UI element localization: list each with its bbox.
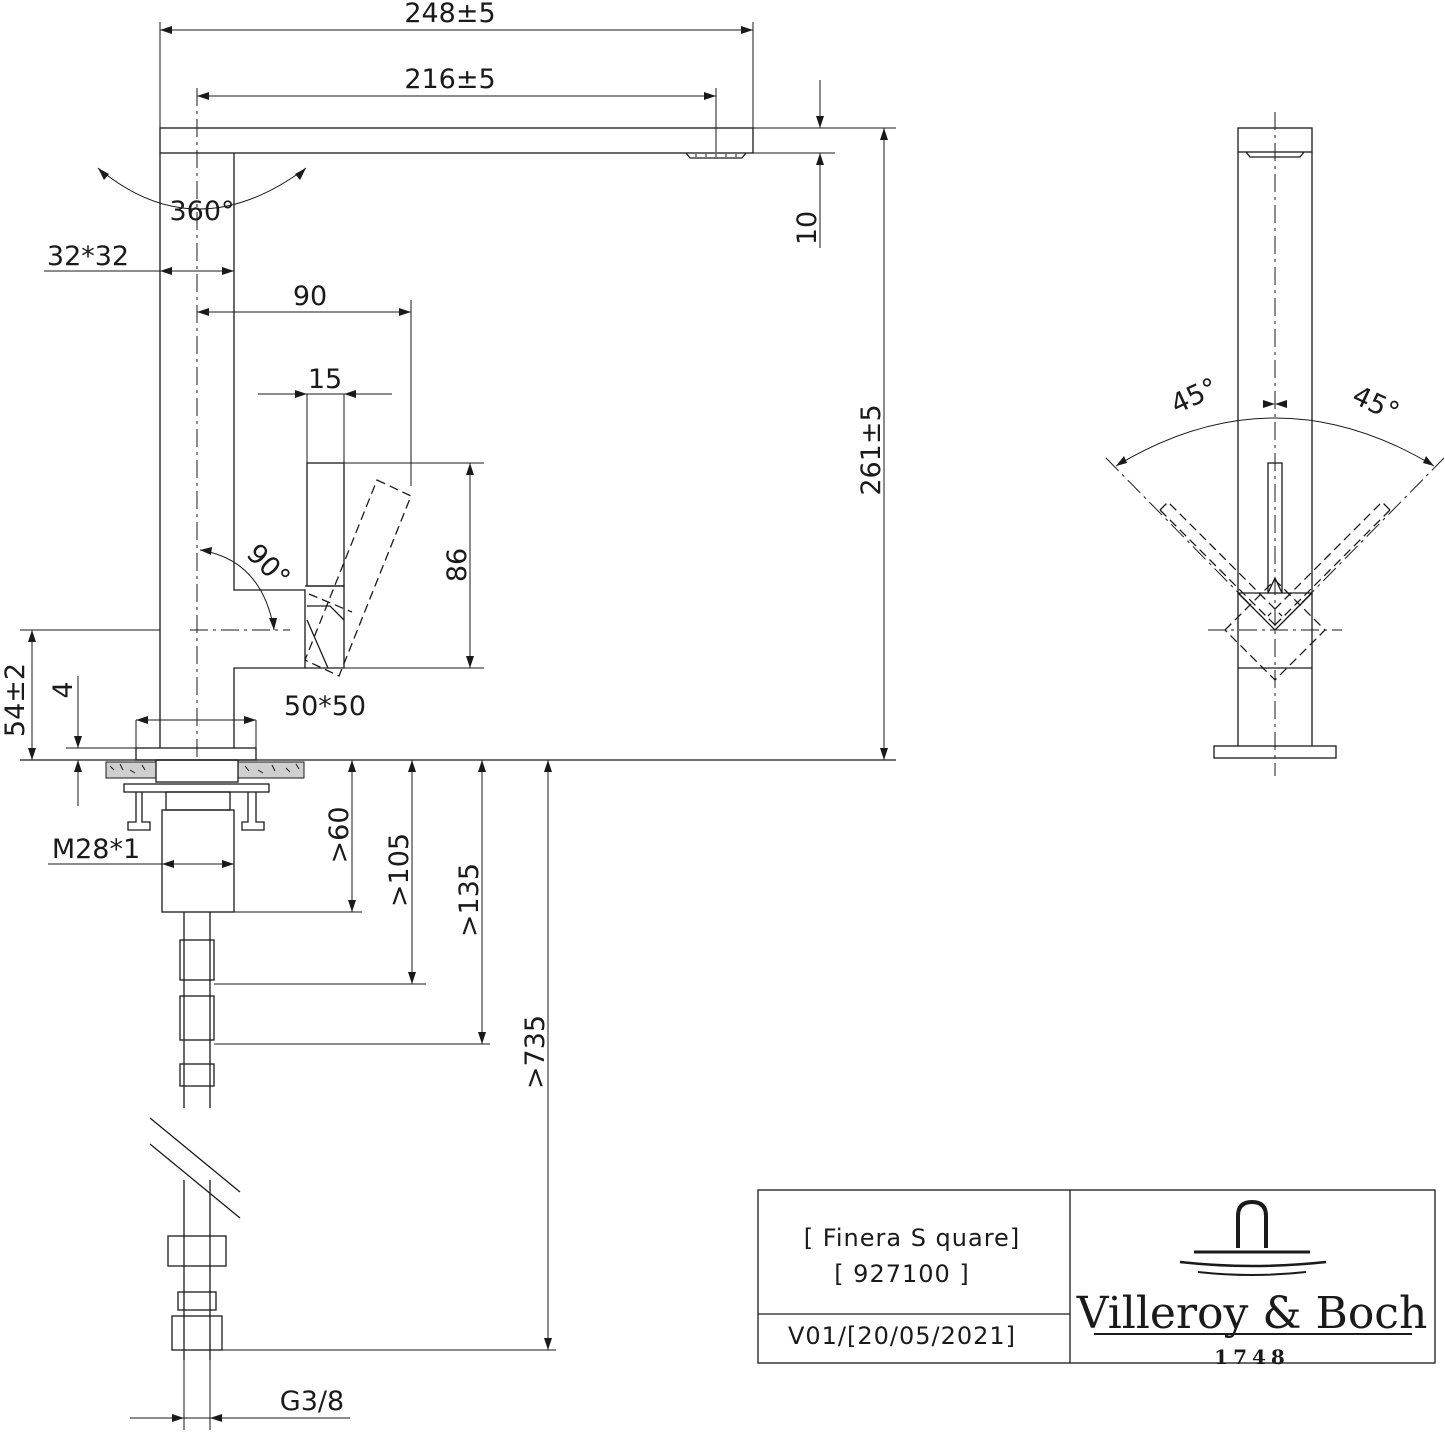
dim-spout-reach: 216±5 xyxy=(404,64,495,95)
lever-rotated xyxy=(304,479,412,677)
hose-nut xyxy=(171,1315,223,1351)
dim-lever-angle: 90° xyxy=(240,538,296,594)
dim-spout-length: 248±5 xyxy=(404,0,495,29)
dim-min-60: >60 xyxy=(324,807,355,864)
front-view-faucet: 45° 45° xyxy=(1105,112,1445,776)
mounting-bracket xyxy=(123,783,270,793)
brand-logo: Villeroy & Boch 1748 xyxy=(1076,1199,1428,1369)
stud-left xyxy=(127,792,151,831)
dim-lever-reach: 90 xyxy=(293,281,327,312)
mounting-nut xyxy=(155,759,239,783)
dimension-lines xyxy=(20,22,896,1430)
hose-lower xyxy=(183,1180,211,1360)
break-line xyxy=(149,1117,241,1219)
body xyxy=(159,153,306,748)
dim-thread: M28*1 xyxy=(52,834,140,865)
aerator xyxy=(685,152,747,159)
dim-base-size: 50*50 xyxy=(284,691,366,722)
title-block: [ Finera S quare] [ 927100 ] V01/[20/05/… xyxy=(757,1189,1436,1369)
dim-body-section: 32*32 xyxy=(47,241,129,272)
lever xyxy=(306,462,345,587)
product-name: [ Finera S quare] xyxy=(804,1224,1020,1252)
dim-hose-length: >735 xyxy=(520,1015,551,1089)
front-body xyxy=(1237,152,1313,746)
dim-lever-height: 86 xyxy=(442,548,473,582)
spout xyxy=(159,127,754,154)
dim-lever-width: 15 xyxy=(308,364,342,395)
hose-upper xyxy=(183,912,211,1108)
dim-rotation: 360° xyxy=(169,196,234,227)
countertop-section xyxy=(105,761,305,779)
dim-total-height: 261±5 xyxy=(856,404,887,495)
article-number: [ 927100 ] xyxy=(834,1260,970,1288)
version-date: V01/[20/05/2021] xyxy=(788,1322,1016,1350)
stud-right xyxy=(241,792,265,831)
dim-swing-left: 45° xyxy=(1166,372,1222,420)
brand-name: Villeroy & Boch xyxy=(1076,1288,1428,1339)
dim-min-105: >105 xyxy=(384,833,415,907)
lever-swing-right xyxy=(1267,501,1391,626)
dim-base-plate: 4 xyxy=(48,681,79,698)
dim-min-135: >135 xyxy=(454,863,485,937)
dimension-labels: 248±5 216±5 10 261±5 360° 32*32 90 15 90… xyxy=(0,0,887,1417)
dim-base-height: 54±2 xyxy=(0,663,31,737)
threaded-shank xyxy=(161,809,235,913)
dim-connection: G3/8 xyxy=(280,1386,344,1417)
side-view-faucet xyxy=(20,88,896,1360)
base-plate xyxy=(135,747,257,761)
brand-year: 1748 xyxy=(1214,1345,1290,1369)
lever-swing-left xyxy=(1159,501,1283,626)
dim-spout-thickness: 10 xyxy=(792,211,823,245)
front-lever xyxy=(1267,462,1283,594)
dim-swing-right: 45° xyxy=(1347,380,1403,428)
